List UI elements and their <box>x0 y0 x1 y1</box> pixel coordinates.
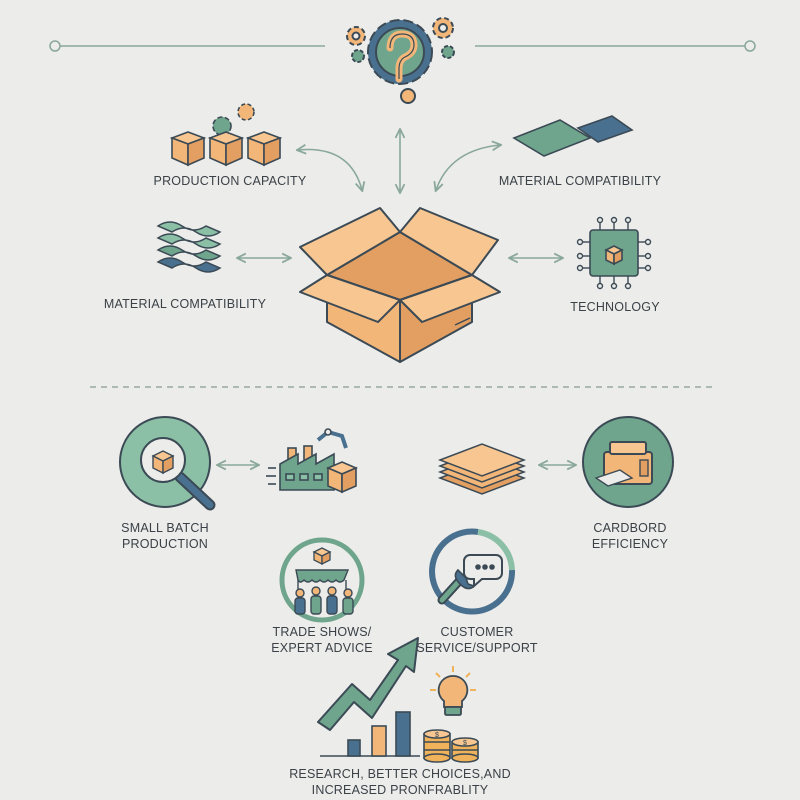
top-arrows <box>238 130 562 258</box>
cardboard-stack-icon <box>437 443 527 495</box>
label-technology: TECHNOLOGY <box>560 299 670 315</box>
svg-text:$: $ <box>435 732 439 739</box>
label-text: TECHNOLOGY <box>570 300 660 314</box>
label-production-capacity: PRODUCTION CAPACITY <box>150 173 310 189</box>
label-text: MATERIAL COMPATIBILITY <box>103 297 267 311</box>
top-rule <box>49 40 756 52</box>
magnifier-icon <box>119 416 216 511</box>
label-line-1: RESEARCH, BETTER CHOICES,AND <box>289 767 511 781</box>
label-line-1: SMALL BATCH <box>121 521 209 535</box>
svg-text:$: $ <box>463 740 467 747</box>
label-line-2: PRODUCTION <box>121 537 209 551</box>
label-line-2: EXPERT ADVICE <box>271 641 373 655</box>
label-text: MATERIAL COMPATIBILITY <box>498 174 662 188</box>
label-research: RESEARCH, BETTER CHOICES,AND INCREASED P… <box>270 766 530 798</box>
material-sheets-icon <box>512 115 634 157</box>
label-material-compatibility-right: MATERIAL COMPATIBILITY <box>495 173 665 189</box>
label-line-1: CARDBORD <box>593 521 667 535</box>
label-customer-service: CUSTOMER SERVICE/SUPPORT <box>412 624 542 656</box>
trade-show-icon <box>279 537 365 623</box>
label-small-batch-production: SMALL BATCH PRODUCTION <box>100 520 230 552</box>
label-line-2: INCREASED PRONFRABLITY <box>311 783 489 797</box>
boxes-icon <box>169 103 283 167</box>
label-material-compatibility-left: MATERIAL COMPATIBILITY <box>100 296 270 312</box>
lightbulb-icon <box>430 666 476 716</box>
factory-icon <box>266 428 359 494</box>
cutting-machine-icon <box>582 416 674 508</box>
label-line-1: CUSTOMER <box>440 625 514 639</box>
layered-materials-icon <box>156 221 222 273</box>
label-text: PRODUCTION CAPACITY <box>153 174 307 188</box>
coins-icon: $ $ <box>423 729 479 763</box>
label-line-2: SERVICE/SUPPORT <box>416 641 538 655</box>
label-line-2: EFFICIENCY <box>591 537 669 551</box>
label-cardboard-efficiency: CARDBORD EFFICIENCY <box>570 520 690 552</box>
bar-chart-icon <box>320 711 420 757</box>
label-trade-shows: TRADE SHOWS/ EXPERT ADVICE <box>262 624 382 656</box>
label-line-1: TRADE SHOWS/ <box>272 625 372 639</box>
chip-icon <box>576 216 652 290</box>
open-box-icon <box>299 207 501 363</box>
growth-arrow-icon <box>317 637 419 731</box>
customer-service-icon <box>429 528 516 615</box>
gears-question-icon <box>346 17 455 104</box>
